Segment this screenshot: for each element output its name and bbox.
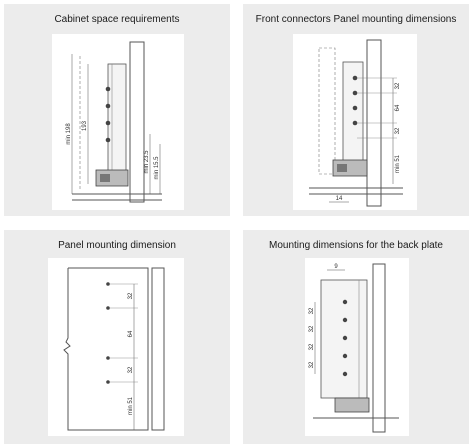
dim-32-top: 32 [395,82,401,89]
dim-32-top: 32 [128,292,134,299]
panel-title: Cabinet space requirements [54,14,180,25]
dim-min198: min 198 [66,123,72,145]
panel-front-connectors: Front connectors Panel mounting dimensio… [243,4,469,216]
dim-32-c: 32 [309,343,315,350]
panel-mounting-dimension: Panel mounting dimension 32 64 32 min 51 [4,230,230,444]
dim-14: 14 [336,196,343,202]
dim-min235: min 23.5 [144,150,150,174]
panel-back-plate: Mounting dimensions for the back plate 9… [243,230,469,444]
cabinet-space-svg: min 198 193 min 23.5 min 15.5 [66,41,162,203]
panel-title: Front connectors Panel mounting dimensio… [255,14,457,25]
back-plate-svg: 9 32 32 32 32 [309,263,399,433]
dim-min155: min 15.5 [154,156,160,180]
dim-193: 193 [82,120,88,131]
dim-min51: min 51 [128,396,134,415]
front-connectors-drawing: 32 64 32 min 51 14 [293,34,417,210]
dim-64: 64 [128,330,134,337]
front-connectors-svg: 32 64 32 min 51 14 [309,39,403,207]
dim-min51: min 51 [395,154,401,173]
panel-mounting-svg: 32 64 32 min 51 [63,267,165,431]
dim-32-d: 32 [309,361,315,368]
dim-64: 64 [395,104,401,111]
back-plate-drawing: 9 32 32 32 32 [305,258,409,436]
cabinet-space-drawing: min 198 193 min 23.5 min 15.5 [52,34,184,210]
panel-title: Mounting dimensions for the back plate [269,240,443,251]
panel-cabinet-space: Cabinet space requirements [4,4,230,216]
dim-9: 9 [334,264,338,270]
panel-mounting-drawing: 32 64 32 min 51 [48,258,184,436]
panel-title: Panel mounting dimension [58,240,176,251]
dim-32-bottom: 32 [395,127,401,134]
dim-32-b: 32 [309,325,315,332]
dim-32-a: 32 [309,307,315,314]
dim-32-bottom: 32 [128,366,134,373]
